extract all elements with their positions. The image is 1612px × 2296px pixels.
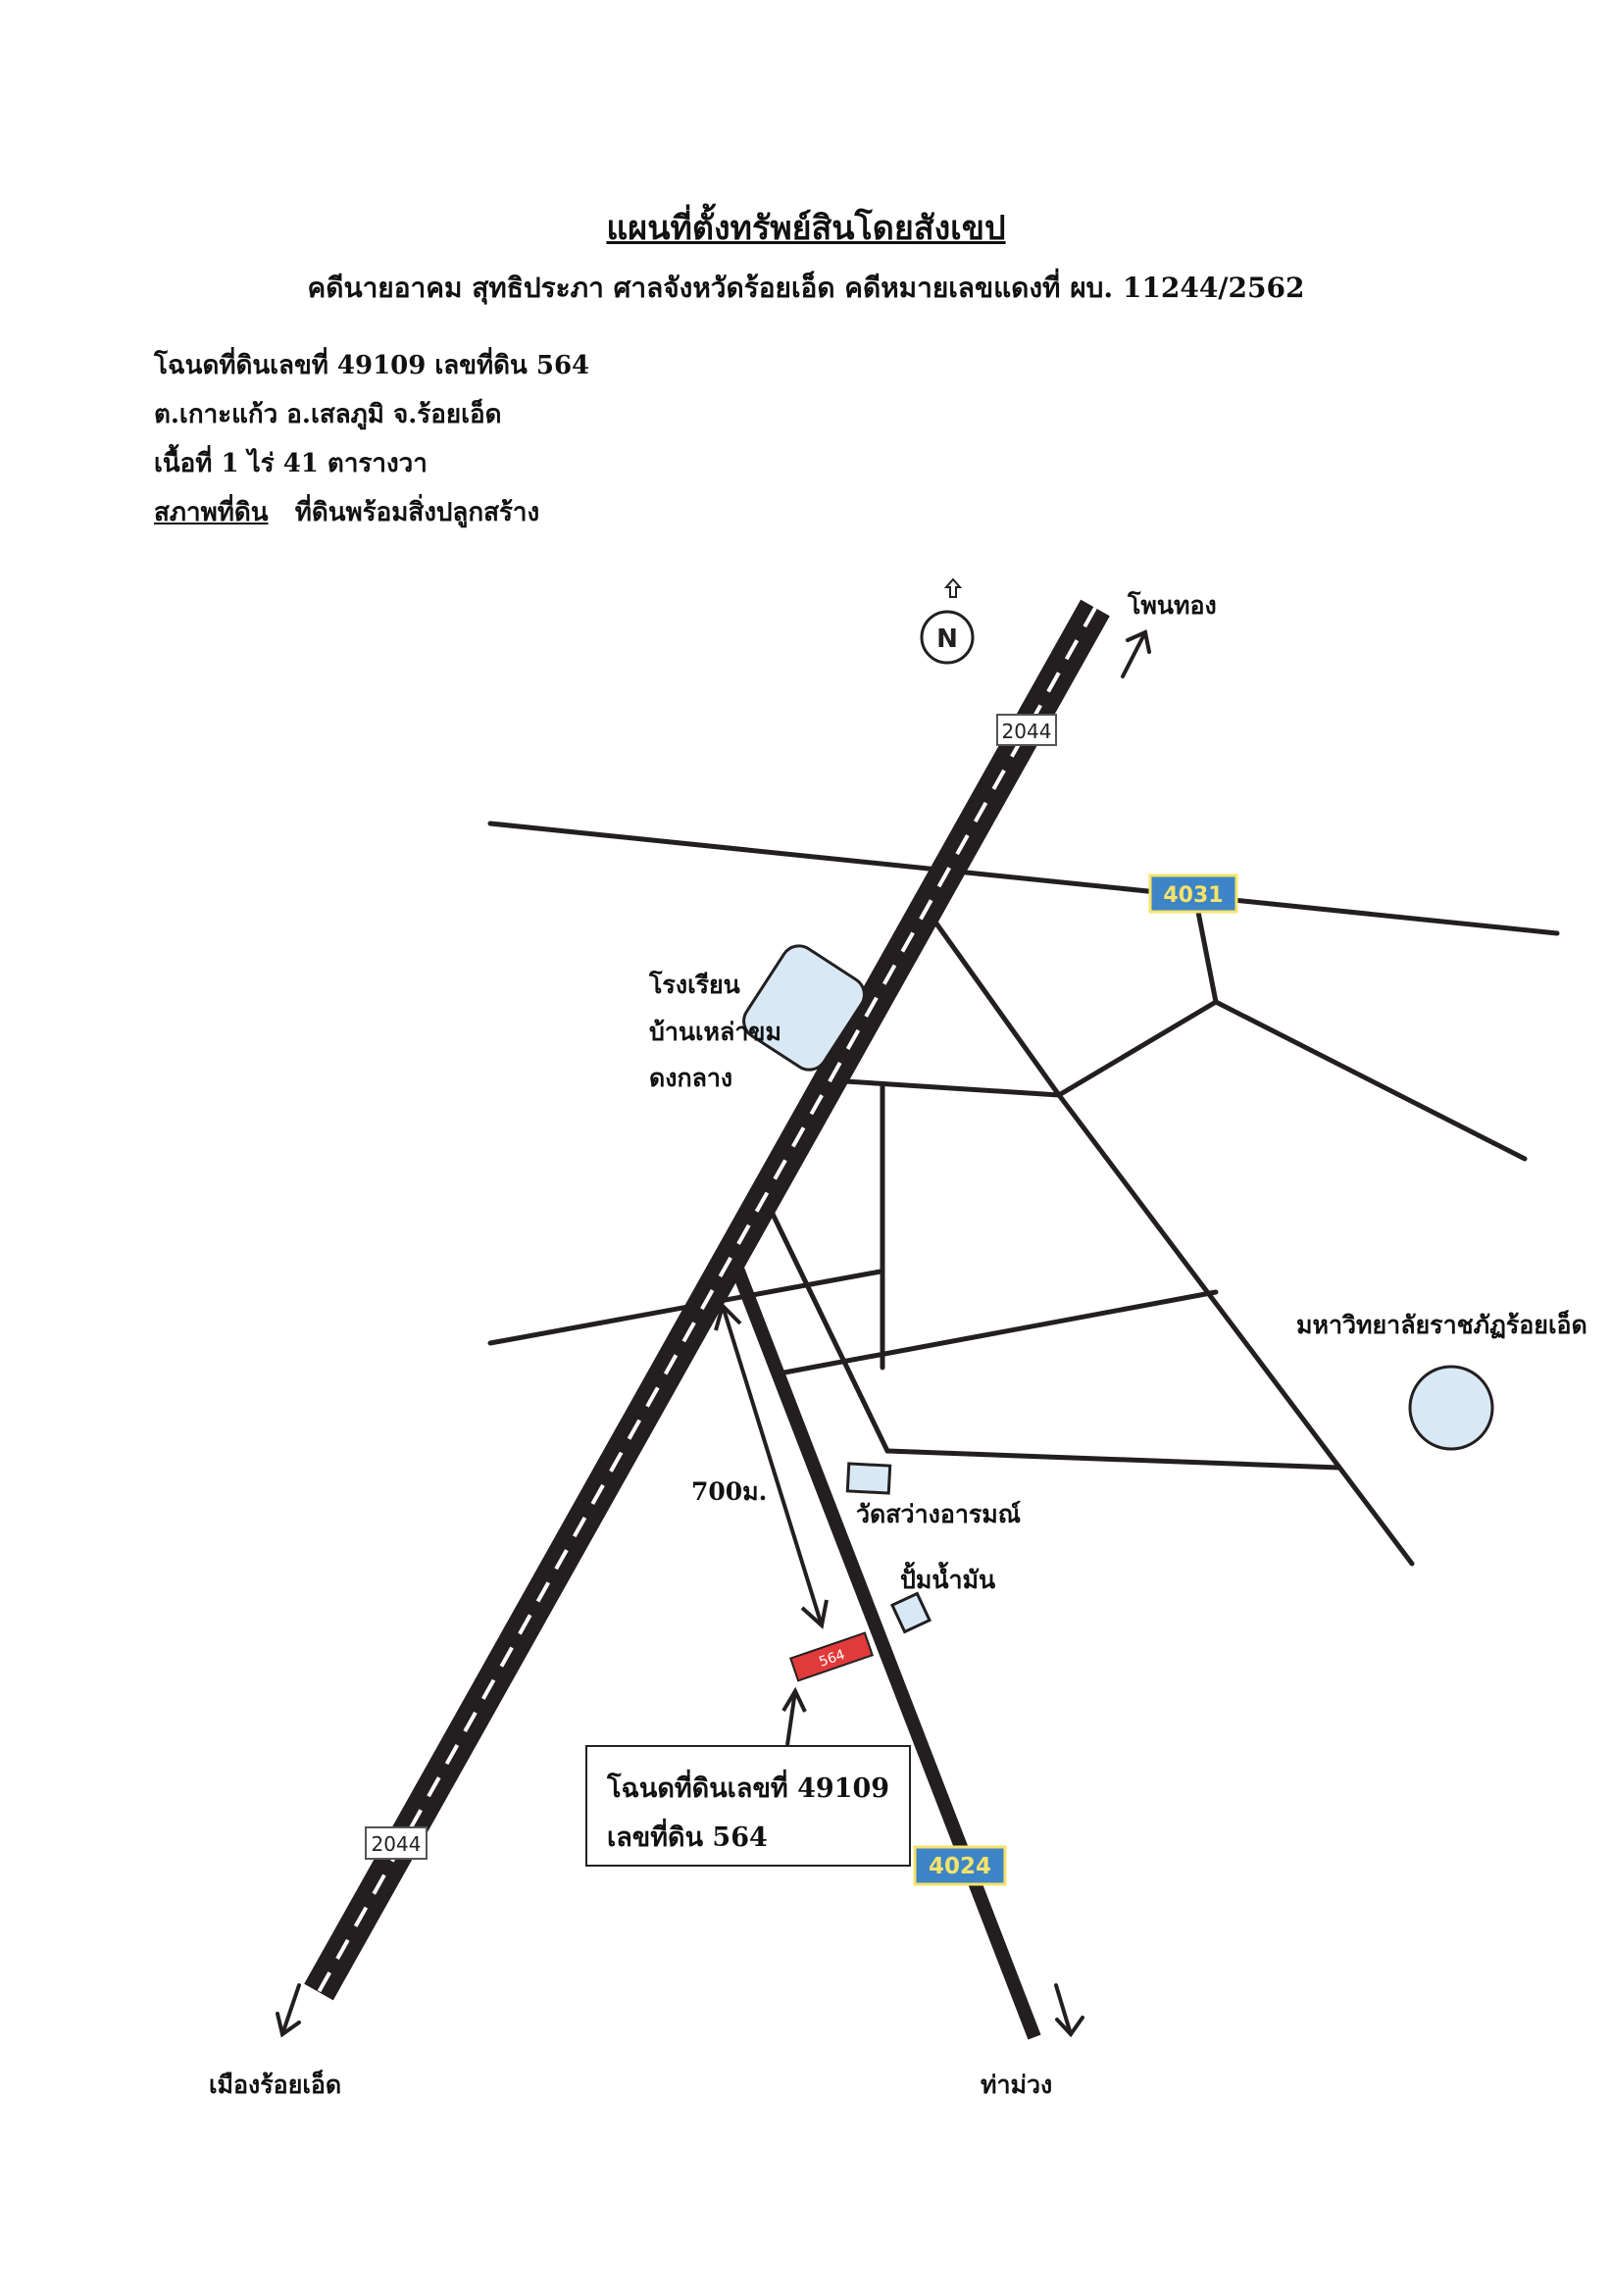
case-subtitle: คดีนายอาคม สุทธิประภา ศาลจังหวัดร้อยเอ็ด… — [307, 272, 1305, 304]
arrow-to-thamuang — [1054, 1983, 1073, 2036]
deed-info: โฉนดที่ดินเลขที่ 49109 เลขที่ดิน 564 — [154, 351, 590, 380]
map-title: แผนที่ตั้งทรัพย์สินโดยสังเขป — [606, 209, 1006, 248]
temple-marker — [845, 1462, 892, 1495]
sign-2044-top: 2044 — [996, 714, 1057, 746]
label-university: มหาวิทยาลัยราชภัฏร้อยเอ็ด — [1296, 1311, 1587, 1339]
north-indicator: N — [920, 577, 975, 665]
road-4031-line — [487, 821, 1560, 936]
direction-arrows — [276, 629, 1151, 2038]
local-road — [1056, 1092, 1415, 1567]
compass-icon — [920, 610, 975, 665]
north-label: N — [936, 624, 958, 654]
condition-info: สภาพที่ดิน ที่ดินพร้อมสิ่งปลูกสร้าง — [154, 492, 539, 532]
local-road — [781, 1289, 1219, 1375]
label-phonthong: โพนทอง — [1128, 591, 1217, 620]
gas-station-marker — [889, 1591, 932, 1634]
sign-4024: 4024 — [913, 1845, 1007, 1886]
school-building — [742, 944, 866, 1072]
arrow-to-roiet — [280, 1983, 301, 2036]
distance-arrow — [714, 1302, 829, 1629]
callout-line-2: เลขที่ดิน 564 — [607, 1822, 768, 1853]
parcel-564: 564 — [789, 1631, 874, 1682]
location-info: ต.เกาะแก้ว อ.เสลภูมิ จ.ร้อยเอ็ด — [154, 400, 502, 429]
condition-label: สภาพที่ดิน — [154, 498, 269, 527]
sign-2044-bottom: 2044 — [365, 1826, 428, 1860]
university-marker — [1408, 1365, 1494, 1451]
deed-callout: โฉนดที่ดินเลขที่ 49109 เลขที่ดิน 564 — [585, 1745, 911, 1867]
sign-4024-label: 4024 — [929, 1854, 991, 1879]
callout-line-1: โฉนดที่ดินเลขที่ 49109 — [607, 1773, 890, 1804]
parcel-rect — [789, 1631, 874, 1682]
area-info: เนื้อที่ 1 ไร่ 41 ตารางวา — [154, 449, 428, 478]
highway-2044-centerline — [317, 607, 1097, 1993]
north-arrow-icon — [943, 577, 963, 598]
arrow-to-phonthong — [1121, 630, 1147, 678]
callout-arrow — [781, 1686, 807, 1746]
local-road — [767, 1205, 890, 1454]
sign-4031-label: 4031 — [1163, 883, 1223, 908]
local-road — [1056, 999, 1219, 1098]
local-roads — [487, 821, 1560, 1567]
sign-2044-bottom-label: 2044 — [372, 1832, 422, 1856]
sign-2044-top-label: 2044 — [1002, 720, 1052, 743]
label-school-3: ดงกลาง — [649, 1064, 733, 1092]
label-school-2: บ้านเหล่าขม — [649, 1018, 781, 1046]
road-4024 — [730, 1266, 1041, 2040]
local-road — [884, 1448, 1341, 1471]
local-road — [1193, 899, 1219, 1005]
label-school-1: โรงเรียน — [649, 971, 740, 999]
label-thamuang: ท่าม่วง — [981, 2071, 1053, 2099]
label-temple: วัดสว่างอารมณ์ — [856, 1500, 1021, 1528]
label-gas-station: ปั้มน้ำมัน — [900, 1566, 996, 1594]
label-roiet: เมืองร้อยเอ็ด — [209, 2071, 342, 2099]
label-distance: 700ม. — [691, 1477, 768, 1506]
sign-4031: 4031 — [1148, 873, 1238, 914]
local-road — [929, 914, 1062, 1098]
local-road — [842, 1078, 1062, 1098]
condition-value: ที่ดินพร้อมสิ่งปลูกสร้าง — [294, 498, 540, 527]
local-road — [1213, 999, 1528, 1162]
